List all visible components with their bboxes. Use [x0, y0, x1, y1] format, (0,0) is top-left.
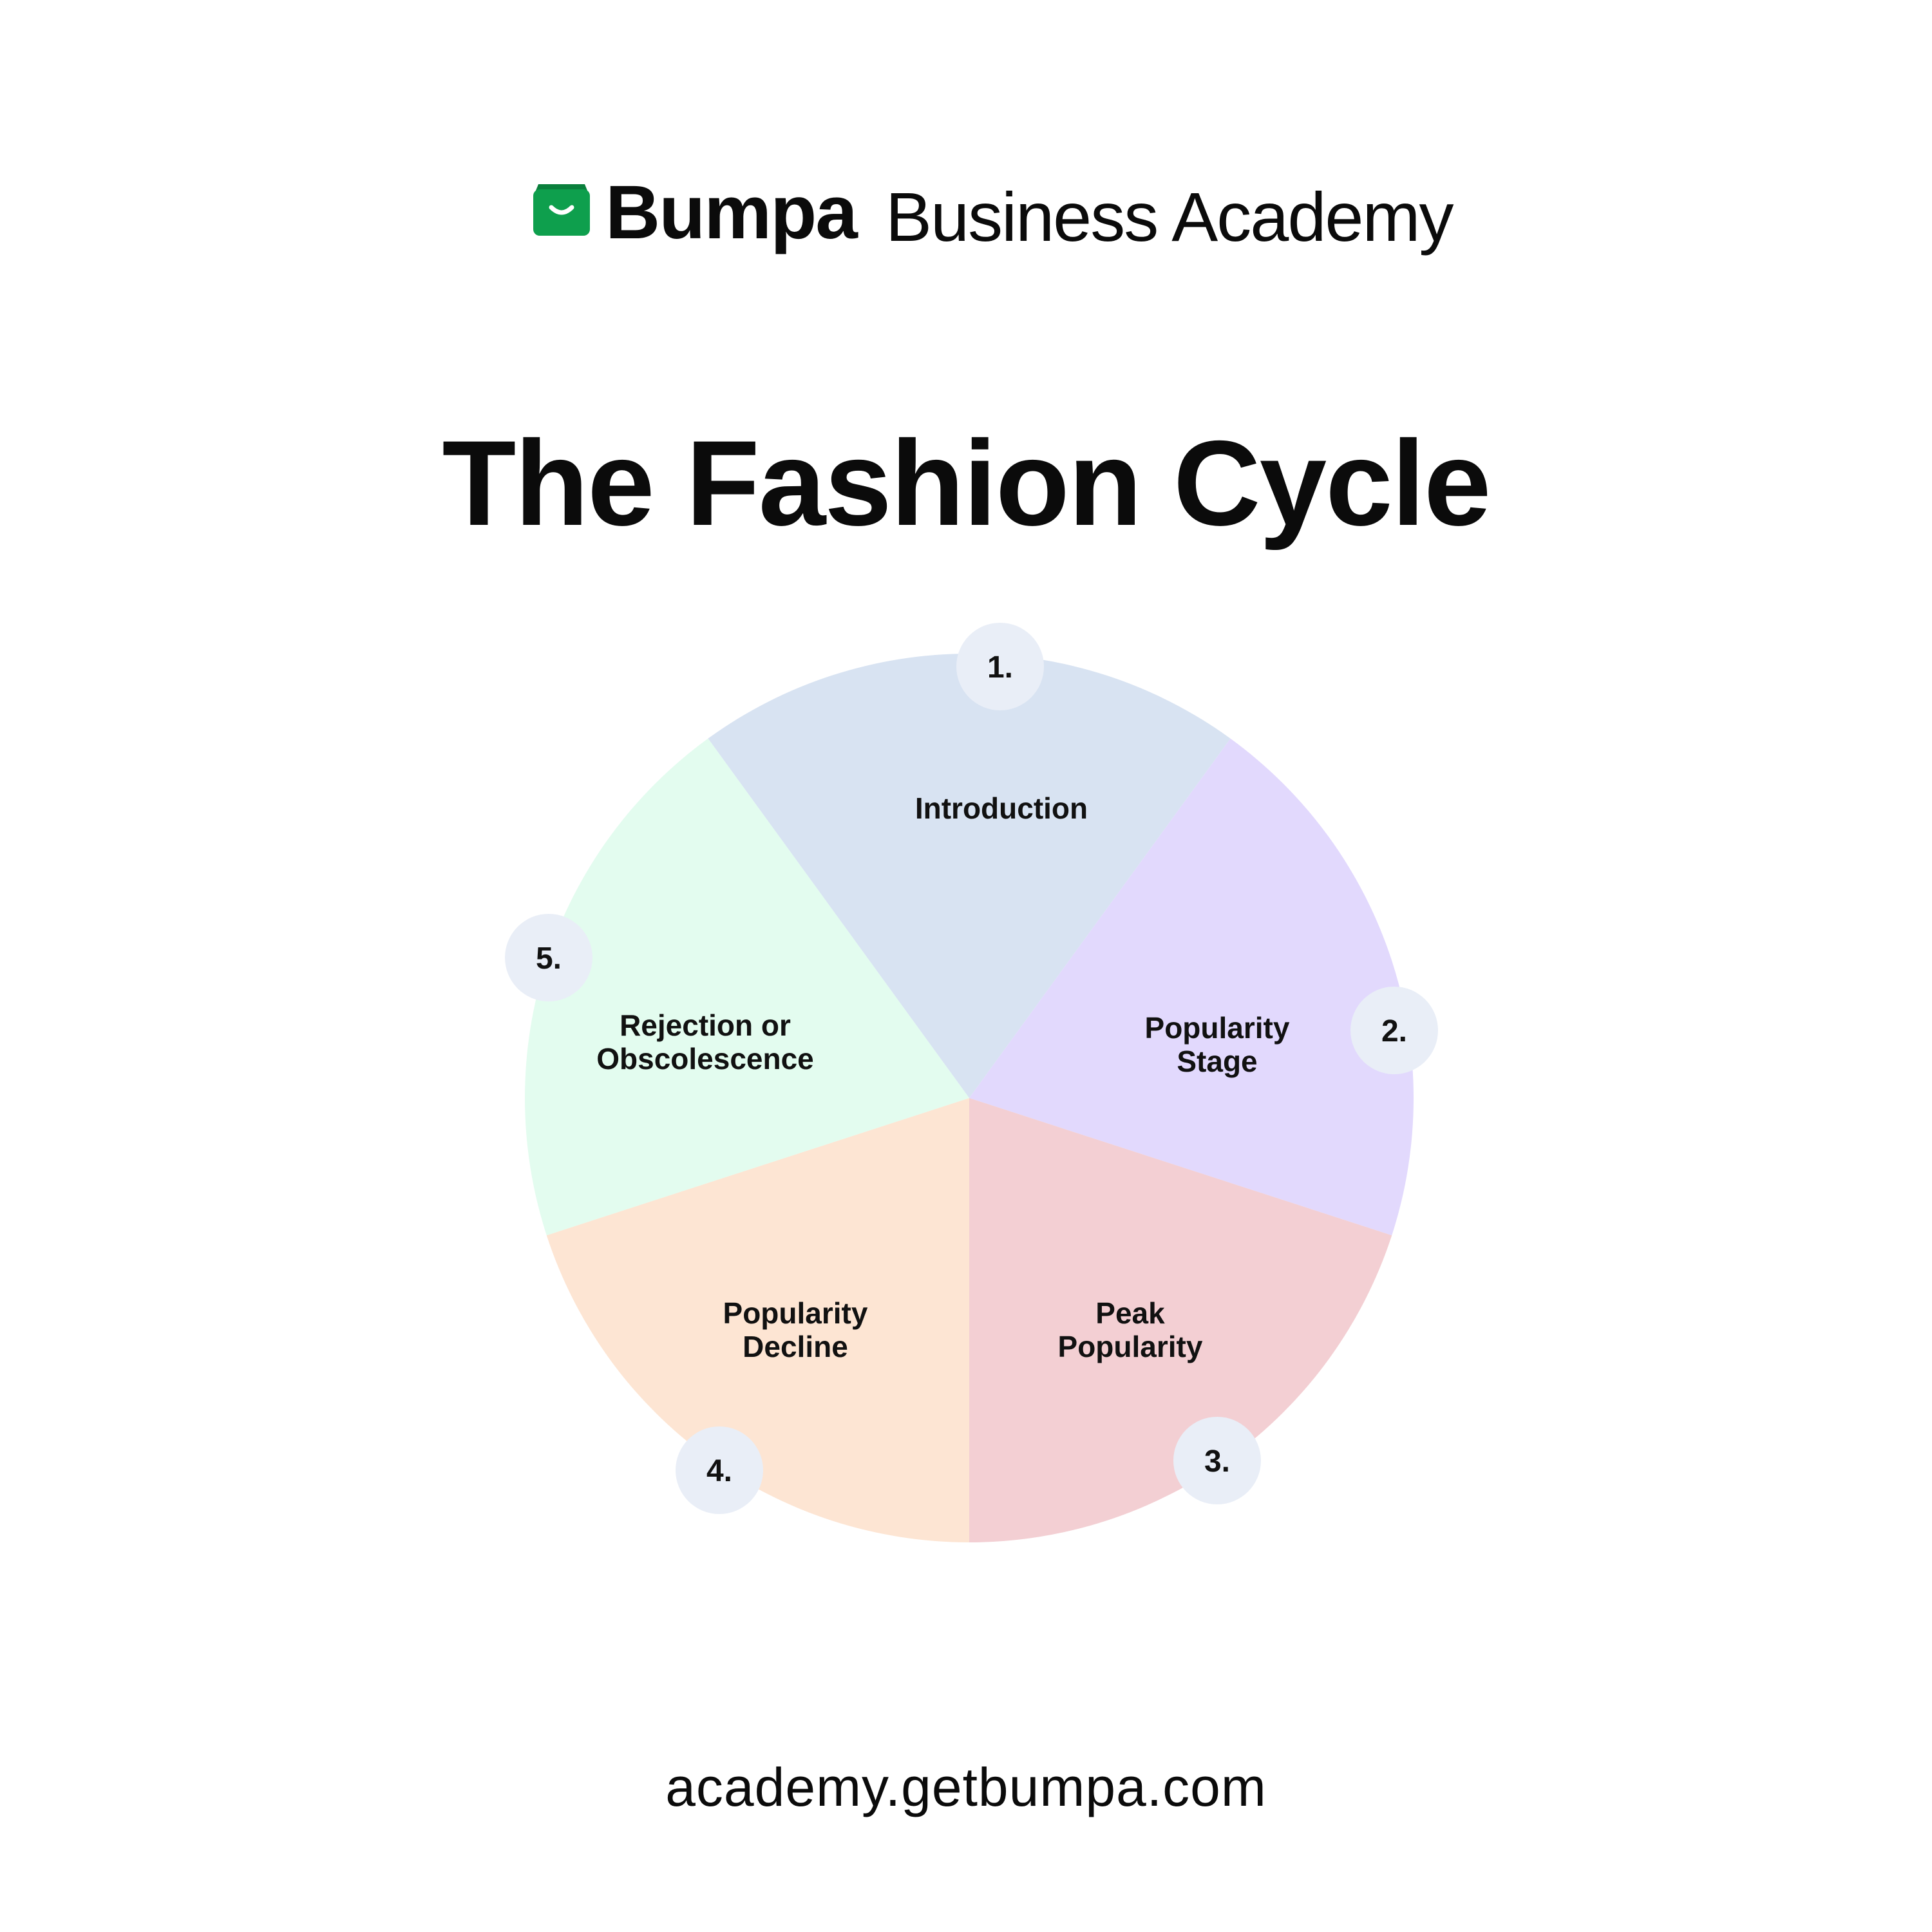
stage-badge-4 — [676, 1426, 763, 1514]
stage-label-introduction: Introduction — [915, 791, 1088, 825]
page-title: The Fashion Cycle — [442, 415, 1491, 551]
slice-peak-popularity — [969, 1098, 1392, 1542]
logo-smile — [549, 205, 574, 215]
stage-label-line: Obscolescence — [596, 1042, 814, 1075]
stage-number-5: 5. — [536, 942, 562, 976]
stage-number-3: 3. — [1204, 1444, 1230, 1479]
stage-number-4: 4. — [706, 1454, 732, 1488]
brand-name: Bumpa — [605, 170, 858, 255]
stage-label-line: Rejection or — [620, 1009, 791, 1042]
stage-badge-3 — [1173, 1417, 1261, 1504]
brand-subtitle: Business Academy — [886, 178, 1454, 256]
shopping-bag-smile-icon — [533, 184, 590, 236]
stage-label-line: Stage — [1177, 1045, 1257, 1078]
stage-badge-1 — [956, 623, 1044, 710]
logo-bag-back — [536, 184, 587, 191]
slice-rejection-or-obscolescence — [525, 738, 969, 1236]
stage-number-2: 2. — [1381, 1014, 1407, 1048]
stage-label-line: Decline — [743, 1330, 848, 1363]
stage-label-line: Introduction — [915, 791, 1088, 825]
slice-popularity-stage — [969, 738, 1414, 1236]
stage-label-line: Popularity — [1058, 1330, 1203, 1363]
brand-header: Bumpa Business Academy — [0, 0, 1932, 322]
stage-number-1: 1. — [987, 650, 1013, 685]
slice-popularity-decline — [546, 1098, 969, 1542]
stage-badge-5 — [505, 914, 592, 1001]
footer-url: academy.getbumpa.com — [665, 1757, 1267, 1817]
stage-label-line: Popularity — [723, 1296, 868, 1330]
cycle-badges: 1. 2. 3. 4. 5. — [505, 623, 1438, 1514]
slice-introduction — [708, 654, 1231, 1098]
stage-label-line: Peak — [1095, 1296, 1165, 1330]
stage-badge-2 — [1350, 987, 1438, 1074]
cycle-slices — [525, 654, 1414, 1542]
stage-label-line: Popularity — [1145, 1011, 1290, 1045]
